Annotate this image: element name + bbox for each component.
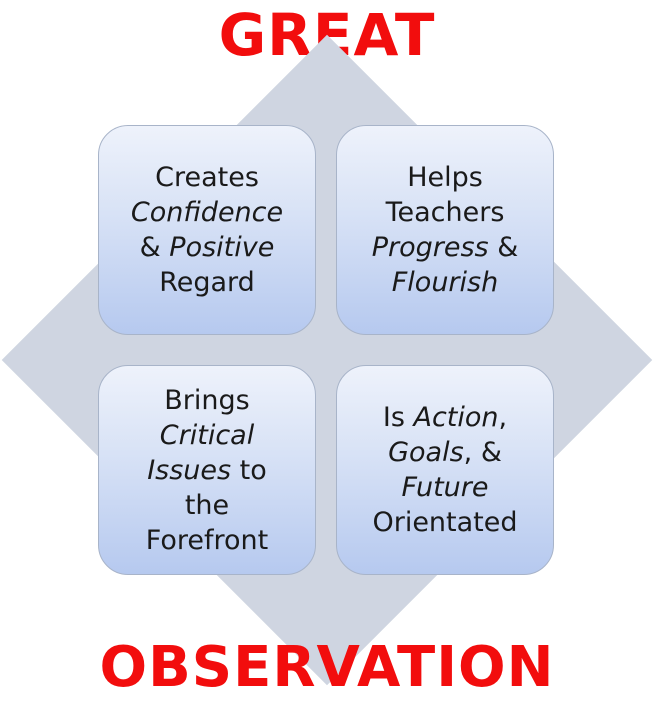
line: Orientated: [372, 507, 518, 538]
line: the: [184, 489, 230, 521]
background-diamond: [1, 34, 653, 686]
line: & Positive: [107, 230, 307, 265]
box-brings-critical-issues: Brings Critical Issues to the Forefront: [98, 365, 316, 575]
italic-text: Critical: [159, 419, 255, 451]
line: Future: [345, 470, 545, 505]
box-action-goals-future: Is Action, Goals, & Future Orientated: [336, 365, 554, 575]
line: Helps: [407, 162, 483, 193]
box-text: Is Action, Goals, & Future Orientated: [345, 400, 545, 540]
line: Is Action,: [345, 400, 545, 435]
italic-text: Progress: [371, 232, 489, 263]
line: Issues to: [107, 453, 307, 488]
text: to: [231, 454, 267, 486]
italic-text: Issues: [147, 454, 232, 486]
italic-text: Action: [413, 402, 499, 433]
box-text: Helps Teachers Progress & Flourish: [345, 160, 545, 300]
italic-text: Flourish: [391, 267, 499, 298]
line: Flourish: [345, 265, 545, 300]
text: ,: [498, 402, 508, 433]
line: Regard: [159, 267, 255, 298]
text: Is: [382, 402, 414, 433]
box-creates-confidence: Creates Confidence & Positive Regard: [98, 125, 316, 335]
italic-text: Confidence: [130, 197, 284, 228]
line: Creates: [155, 162, 259, 193]
box-helps-teachers: Helps Teachers Progress & Flourish: [336, 125, 554, 335]
line: Confidence: [107, 195, 307, 230]
line: Progress &: [345, 230, 545, 265]
box-text: Creates Confidence & Positive Regard: [107, 160, 307, 300]
line: Brings: [164, 384, 250, 416]
line: Goals, &: [345, 435, 545, 470]
box-text: Brings Critical Issues to the Forefront: [107, 383, 307, 558]
italic-text: Future: [401, 472, 489, 503]
text: &: [139, 232, 170, 263]
line: Forefront: [145, 524, 269, 556]
text: , &: [463, 437, 502, 468]
italic-text: Positive: [169, 232, 275, 263]
title-observation: OBSERVATION: [99, 635, 555, 700]
line: Critical: [107, 418, 307, 453]
line: Teachers: [385, 197, 505, 228]
text: &: [488, 232, 519, 263]
italic-text: Goals: [388, 437, 464, 468]
